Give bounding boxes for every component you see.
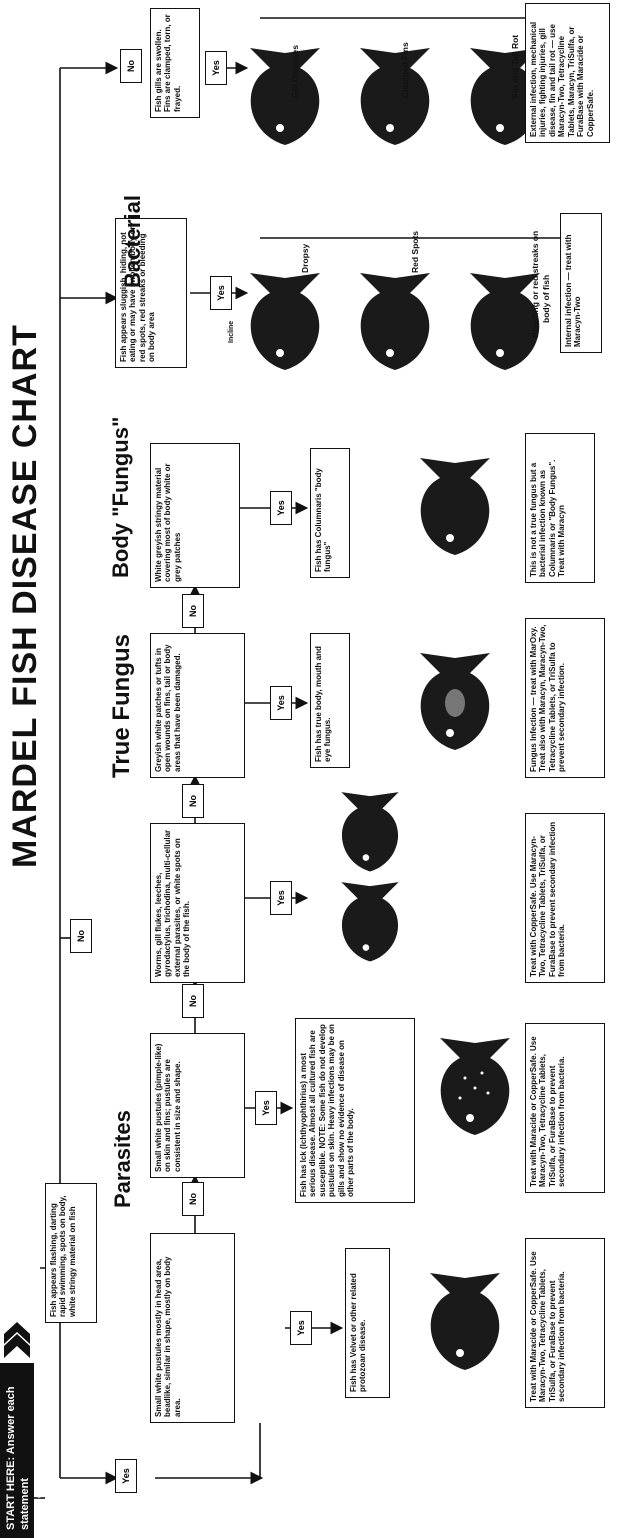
result-true-fungus: Fish has true body, mouth and eye fungus… [310, 633, 350, 768]
fish-icon [410, 1268, 520, 1378]
fish-icon [340, 268, 450, 378]
caption-bleeding-2: body of fish [541, 274, 551, 323]
fish-icon [230, 268, 340, 378]
yes-label: Yes [255, 1091, 277, 1125]
caption-incline: Incline [228, 320, 235, 343]
question-body-fungus: White greyish stringy material covering … [150, 443, 240, 588]
yes-label: Yes [290, 1311, 312, 1345]
no-label: No [70, 919, 92, 953]
start-chevron-icon [0, 1320, 34, 1360]
yes-label: Yes [210, 276, 232, 310]
fish-icon [320, 878, 420, 968]
heading-true-fungus: True Fungus [108, 634, 135, 778]
no-label: No [120, 49, 142, 83]
treatment-true-fungus: Fungus Infection — treat with MarOxy. Tr… [525, 618, 605, 778]
fish-icon [420, 1033, 530, 1143]
caption-bleeding: Bleeding or red streaks on [530, 230, 540, 338]
treatment-body-fungus: This is not a true fungus but a bacteria… [525, 433, 595, 583]
question-fins: Fish gills are swollen. Fins are clamped… [150, 8, 200, 118]
treatment-worms: Treat with CopperSafe. Use Maracyn-Two, … [525, 813, 605, 983]
question-true-fungus: Greyish white patches or tufts in open w… [150, 633, 245, 778]
chart-title: MARDEL FISH DISEASE CHART [6, 324, 44, 868]
treatment-bacterial: Internal infection — treat with Maracyn-… [560, 213, 602, 353]
yes-label: Yes [270, 686, 292, 720]
no-label: No [182, 784, 204, 818]
start-line-1: START HERE: Answer each statement [5, 1386, 31, 1530]
start-line-2: "yes" or "no" and follow the arrows. [33, 1383, 59, 1530]
result-ich: Fish has Ick (Ichthyophthirius) a most s… [295, 1018, 415, 1203]
fish-icon [320, 788, 420, 878]
start-banner: START HERE: Answer each statement "yes" … [0, 1363, 59, 1538]
result-body-fungus: Fish has Columnaris "body fungus" [310, 448, 350, 578]
no-label: No [182, 984, 204, 1018]
fish-icon [450, 268, 560, 378]
yes-label: Yes [115, 1459, 137, 1493]
heading-bacterial: Bacterial [120, 195, 145, 288]
result-velvet: Fish has Velvet or other related protozo… [345, 1248, 390, 1398]
treatment-fins: External infection, mechanical injuries,… [525, 3, 610, 143]
no-label: No [182, 594, 204, 628]
question-velvet: Small white pustules mostly in head area… [150, 1233, 235, 1423]
fish-icon [400, 453, 510, 563]
treatment-ich: Treat with Maracide or CopperSafe. Use M… [525, 1023, 605, 1193]
treatment-velvet: Treat with Maracide or CopperSafe. Use M… [525, 1238, 605, 1408]
caption-dropsy: Dropsy [300, 243, 310, 273]
heading-body-fungus: Body "Fungus" [108, 416, 133, 578]
yes-label: Yes [270, 881, 292, 915]
no-label: No [182, 1182, 204, 1216]
caption-red-spots: Red Spots [410, 230, 420, 273]
yes-label: Yes [205, 51, 227, 85]
yes-label: Yes [270, 491, 292, 525]
caption-clamped: Clamped Fins [400, 42, 410, 98]
question-flashing: Fish appears flashing, darting rapid swi… [45, 1183, 97, 1323]
question-ich: Small white pustules (pimple-like) on sk… [150, 1033, 245, 1178]
fish-icon [230, 43, 340, 153]
caption-gill: Gill Diseases [290, 45, 300, 98]
fish-icon [450, 43, 560, 153]
fish-icon [340, 43, 450, 153]
caption-finrot: Fin and Tail Rot [510, 34, 520, 98]
fish-icon [400, 648, 510, 758]
heading-parasites: Parasites [110, 1110, 135, 1208]
question-worms: Worms, gill flukes, leeches, gyrodactylu… [150, 823, 245, 983]
